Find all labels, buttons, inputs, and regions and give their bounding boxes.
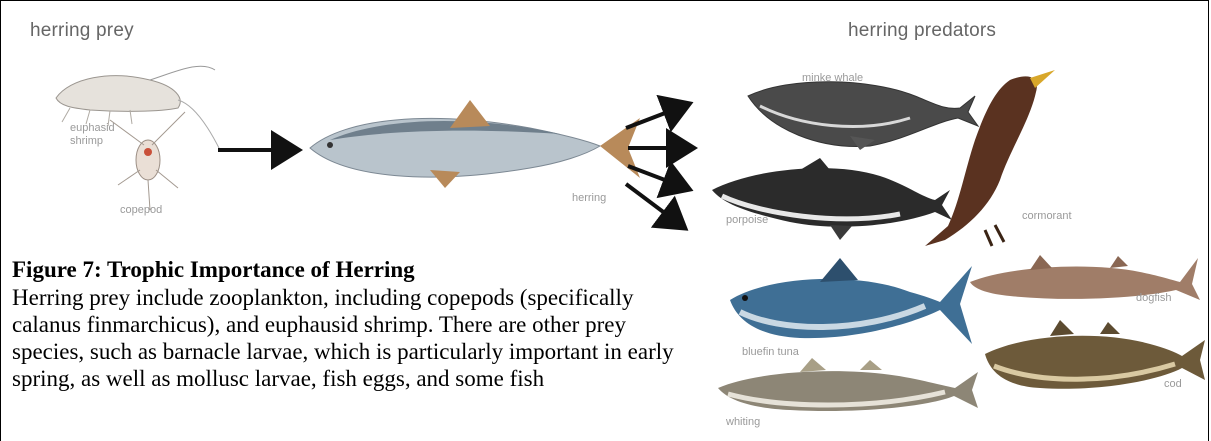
herring-label: herring bbox=[572, 192, 606, 204]
bluefin-tuna-icon bbox=[730, 258, 972, 344]
euphasid-label: euphasid shrimp bbox=[70, 122, 115, 148]
cormorant-label: cormorant bbox=[1022, 210, 1072, 222]
cod-label: cod bbox=[1164, 378, 1182, 390]
herring-icon bbox=[310, 100, 640, 188]
tuna-label: bluefin tuna bbox=[742, 346, 799, 358]
caption-title: Figure 7: Trophic Importance of Herring bbox=[12, 256, 702, 284]
copepod-icon bbox=[110, 112, 185, 210]
dogfish-label: dogfish bbox=[1136, 292, 1171, 304]
figure-caption: Figure 7: Trophic Importance of Herring … bbox=[12, 256, 702, 392]
caption-text: Herring prey include zooplankton, includ… bbox=[12, 284, 702, 392]
euphasid-text: euphasid shrimp bbox=[70, 122, 115, 147]
predator-arrows bbox=[626, 105, 690, 226]
porpoise-icon bbox=[712, 158, 952, 240]
copepod-label: copepod bbox=[120, 204, 162, 216]
porpoise-label: porpoise bbox=[726, 214, 768, 226]
minke-whale-icon bbox=[748, 82, 978, 150]
whiting-label: whiting bbox=[726, 416, 760, 428]
whiting-icon bbox=[718, 358, 978, 411]
minke-whale-label: minke whale bbox=[802, 72, 863, 84]
